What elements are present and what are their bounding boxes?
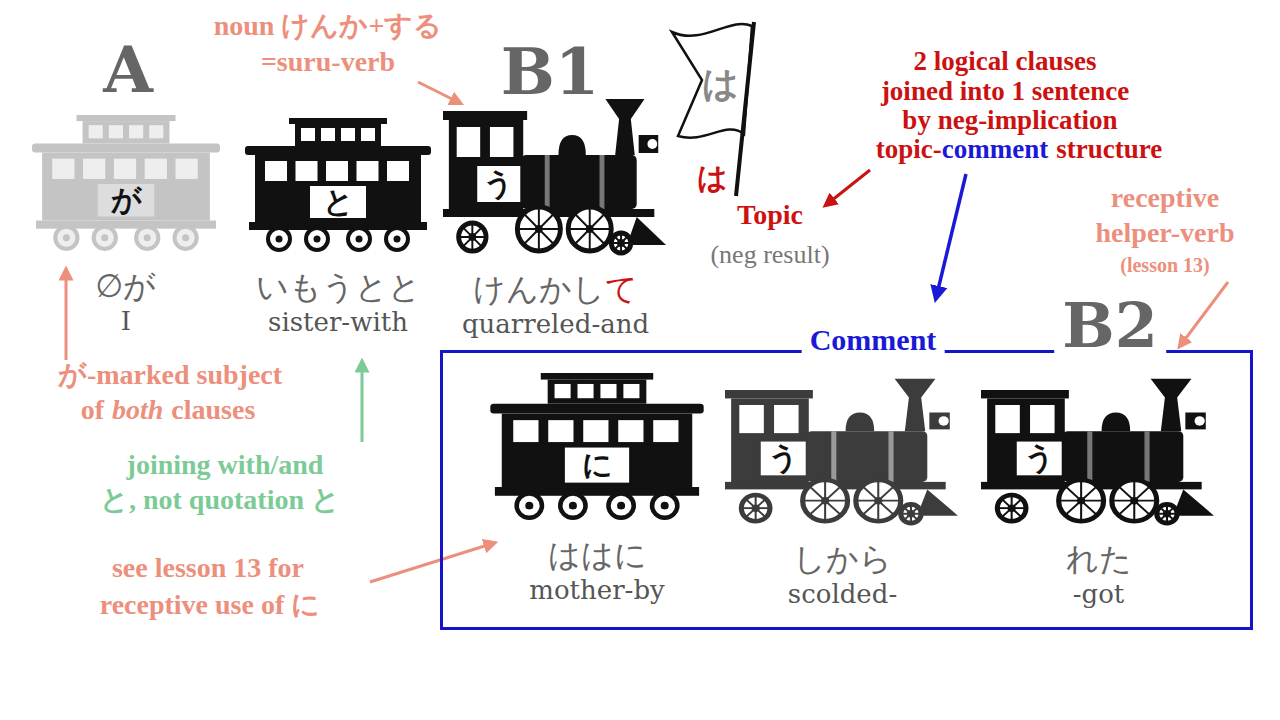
- locomotive: うしからscolded-: [725, 375, 960, 525]
- annotation: Topic: [737, 199, 803, 231]
- english-gloss: sister-with: [268, 308, 408, 338]
- annotation-word: clauses: [171, 394, 255, 426]
- japanese-reading: れた: [1066, 541, 1132, 578]
- flag-particle: は: [702, 63, 739, 104]
- annotation: receptive: [1111, 182, 1219, 214]
- box-heading: Comment: [802, 323, 945, 358]
- annotation: receptive use of に: [100, 589, 321, 621]
- reading-row: れた: [1066, 541, 1132, 578]
- japanese-reading: けんかし: [473, 271, 605, 308]
- locomotive-drawing: [725, 375, 960, 525]
- reading-row: ∅が: [96, 268, 157, 305]
- japanese-reading: ははに: [548, 537, 647, 574]
- train-car: にははにmother-by: [488, 373, 706, 521]
- annotation-line: ofbothclauses: [81, 394, 256, 426]
- japanese-reading: しから: [793, 541, 892, 578]
- leader-line: [370, 543, 494, 582]
- reading-row: しから: [793, 541, 892, 578]
- japanese-reading: いもうとと: [256, 269, 421, 306]
- annotation-line: topic-comment structure: [876, 134, 1162, 165]
- english-gloss: -got: [1073, 580, 1125, 610]
- section-letter: B2: [1054, 290, 1166, 361]
- locomotive-drawing: [443, 95, 668, 255]
- leader-line: [1180, 282, 1228, 346]
- annotation-word: topic-: [876, 134, 942, 165]
- annotation-word: structure: [1056, 134, 1162, 165]
- clause-letter: B1: [501, 35, 600, 109]
- annotation: が-marked subject: [58, 359, 282, 391]
- english-gloss: scolded-: [788, 580, 897, 610]
- annotation: helper-verb: [1096, 217, 1235, 249]
- annotation: 2 logical clauses: [914, 46, 1097, 77]
- particle-plate: に: [582, 448, 613, 483]
- annotation: by neg-implication: [902, 105, 1117, 136]
- annotation: =suru-verb: [261, 46, 395, 78]
- annotation: joining with/and: [127, 449, 324, 481]
- annotation-word: comment: [942, 134, 1048, 165]
- annotation-word: both: [112, 394, 163, 426]
- particle-plate: う: [483, 167, 514, 202]
- leader-line: [936, 174, 966, 298]
- locomotive: うけんかしてquarreled-and: [443, 95, 668, 255]
- particle-plate: う: [768, 441, 799, 476]
- english-gloss: mother-by: [529, 576, 664, 606]
- leader-line: [826, 170, 870, 205]
- particle-plate: う: [1024, 441, 1055, 476]
- annotation: (neg result): [710, 240, 829, 270]
- locomotive-drawing: [981, 375, 1216, 525]
- train-car: といもうととsister-with: [243, 118, 433, 253]
- particle-plate: と: [323, 185, 354, 220]
- particle-plate: が: [111, 183, 142, 218]
- annotation: (lesson 13): [1120, 254, 1209, 277]
- leader-line: [361, 362, 364, 442]
- reading-row: けんかして: [473, 271, 638, 308]
- annotation: see lesson 13 for: [112, 552, 304, 584]
- annotation-word: of: [81, 394, 104, 426]
- english-gloss: I: [121, 307, 131, 337]
- leader-line: [65, 270, 68, 360]
- comment-box: CommentB2にははにmother-byうしからscolded-うれた-go…: [440, 350, 1253, 630]
- clause-letter: A: [103, 33, 153, 107]
- annotation: noun けんか+する: [214, 10, 443, 42]
- locomotive: うれた-got: [981, 375, 1216, 525]
- annotation: joined into 1 sentence: [881, 76, 1129, 107]
- japanese-reading: て: [605, 271, 638, 308]
- leader-line: [418, 82, 460, 103]
- reading-row: いもうとと: [256, 269, 421, 306]
- annotation: は: [697, 161, 728, 196]
- english-gloss: quarreled-and: [462, 310, 649, 340]
- annotation: と, not quotation と: [100, 484, 340, 516]
- reading-row: ははに: [548, 537, 647, 574]
- train-car: が∅がI: [30, 115, 222, 252]
- japanese-reading: ∅が: [96, 268, 157, 305]
